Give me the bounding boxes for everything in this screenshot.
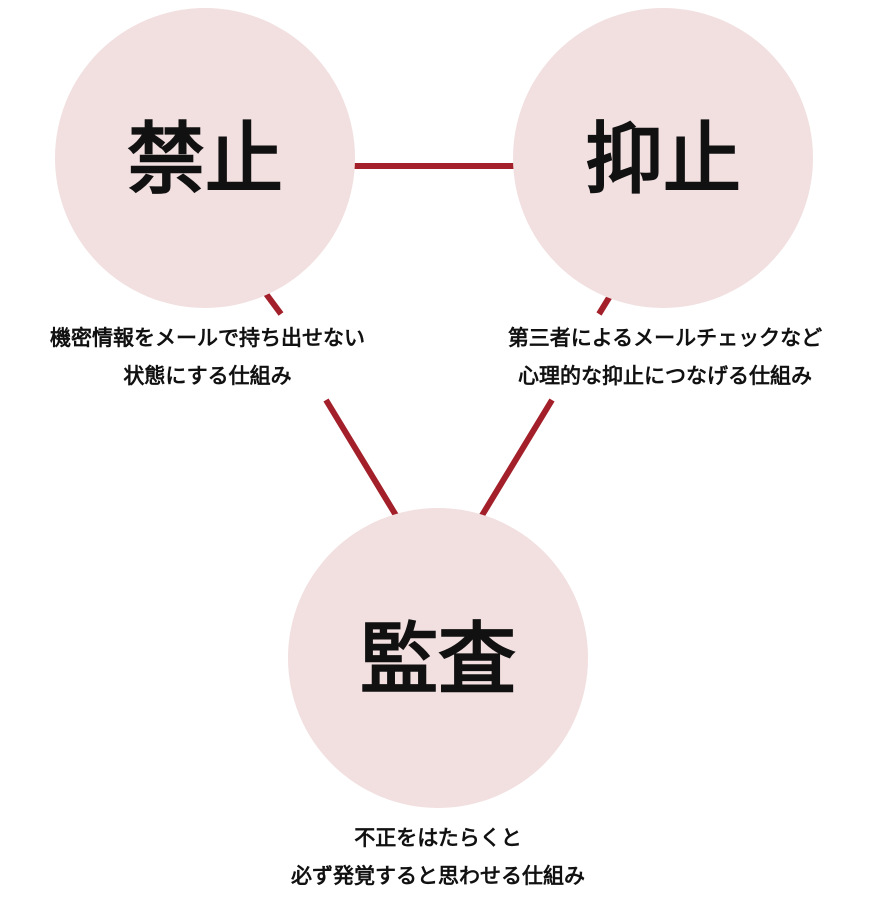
node-desc-audit: 不正をはたらくと 必ず発覚すると思わせる仕組み: [238, 819, 638, 895]
node-title-deter: 抑止: [584, 115, 741, 205]
node-desc-ban: 機密情報をメールで持ち出せない 状態にする仕組み: [0, 319, 415, 395]
node-desc-deter: 第三者によるメールチェックなど 心理的な抑止につなげる仕組み: [455, 319, 875, 395]
desc-line: 第三者によるメールチェックなど: [507, 326, 823, 350]
connector-ban-audit-bottom: [323, 398, 403, 524]
desc-line: 心理的な抑止につなげる仕組み: [518, 364, 812, 388]
circle-ban: [55, 8, 355, 308]
node-title-ban: 禁止: [126, 115, 283, 205]
desc-line: 必ず発覚すると思わせる仕組み: [291, 864, 585, 888]
circle-deter: [513, 8, 813, 308]
connector-deter-audit-bottom: [475, 398, 555, 524]
desc-line: 機密情報をメールで持ち出せない: [50, 326, 365, 350]
desc-line: 状態にする仕組み: [123, 364, 292, 388]
node-title-audit: 監査: [359, 615, 516, 705]
circle-audit: [288, 508, 588, 808]
desc-line: 不正をはたらくと: [354, 826, 522, 850]
